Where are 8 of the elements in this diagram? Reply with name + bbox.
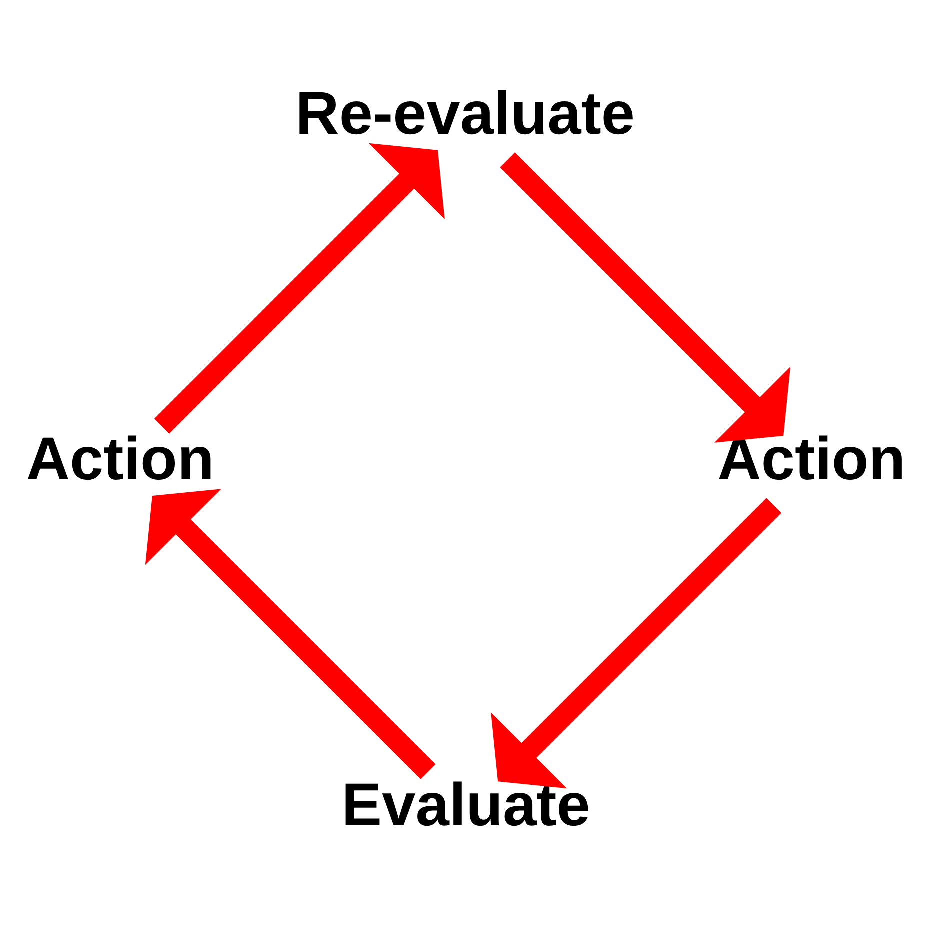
node-text: Action [26,424,214,492]
arrow [145,488,436,779]
node-text: Evaluate [342,770,590,838]
arrow [154,142,445,434]
arrow [500,152,791,442]
node-text: Action [718,424,906,492]
arrow [491,498,782,788]
node-text: Re-evaluate [296,78,636,146]
